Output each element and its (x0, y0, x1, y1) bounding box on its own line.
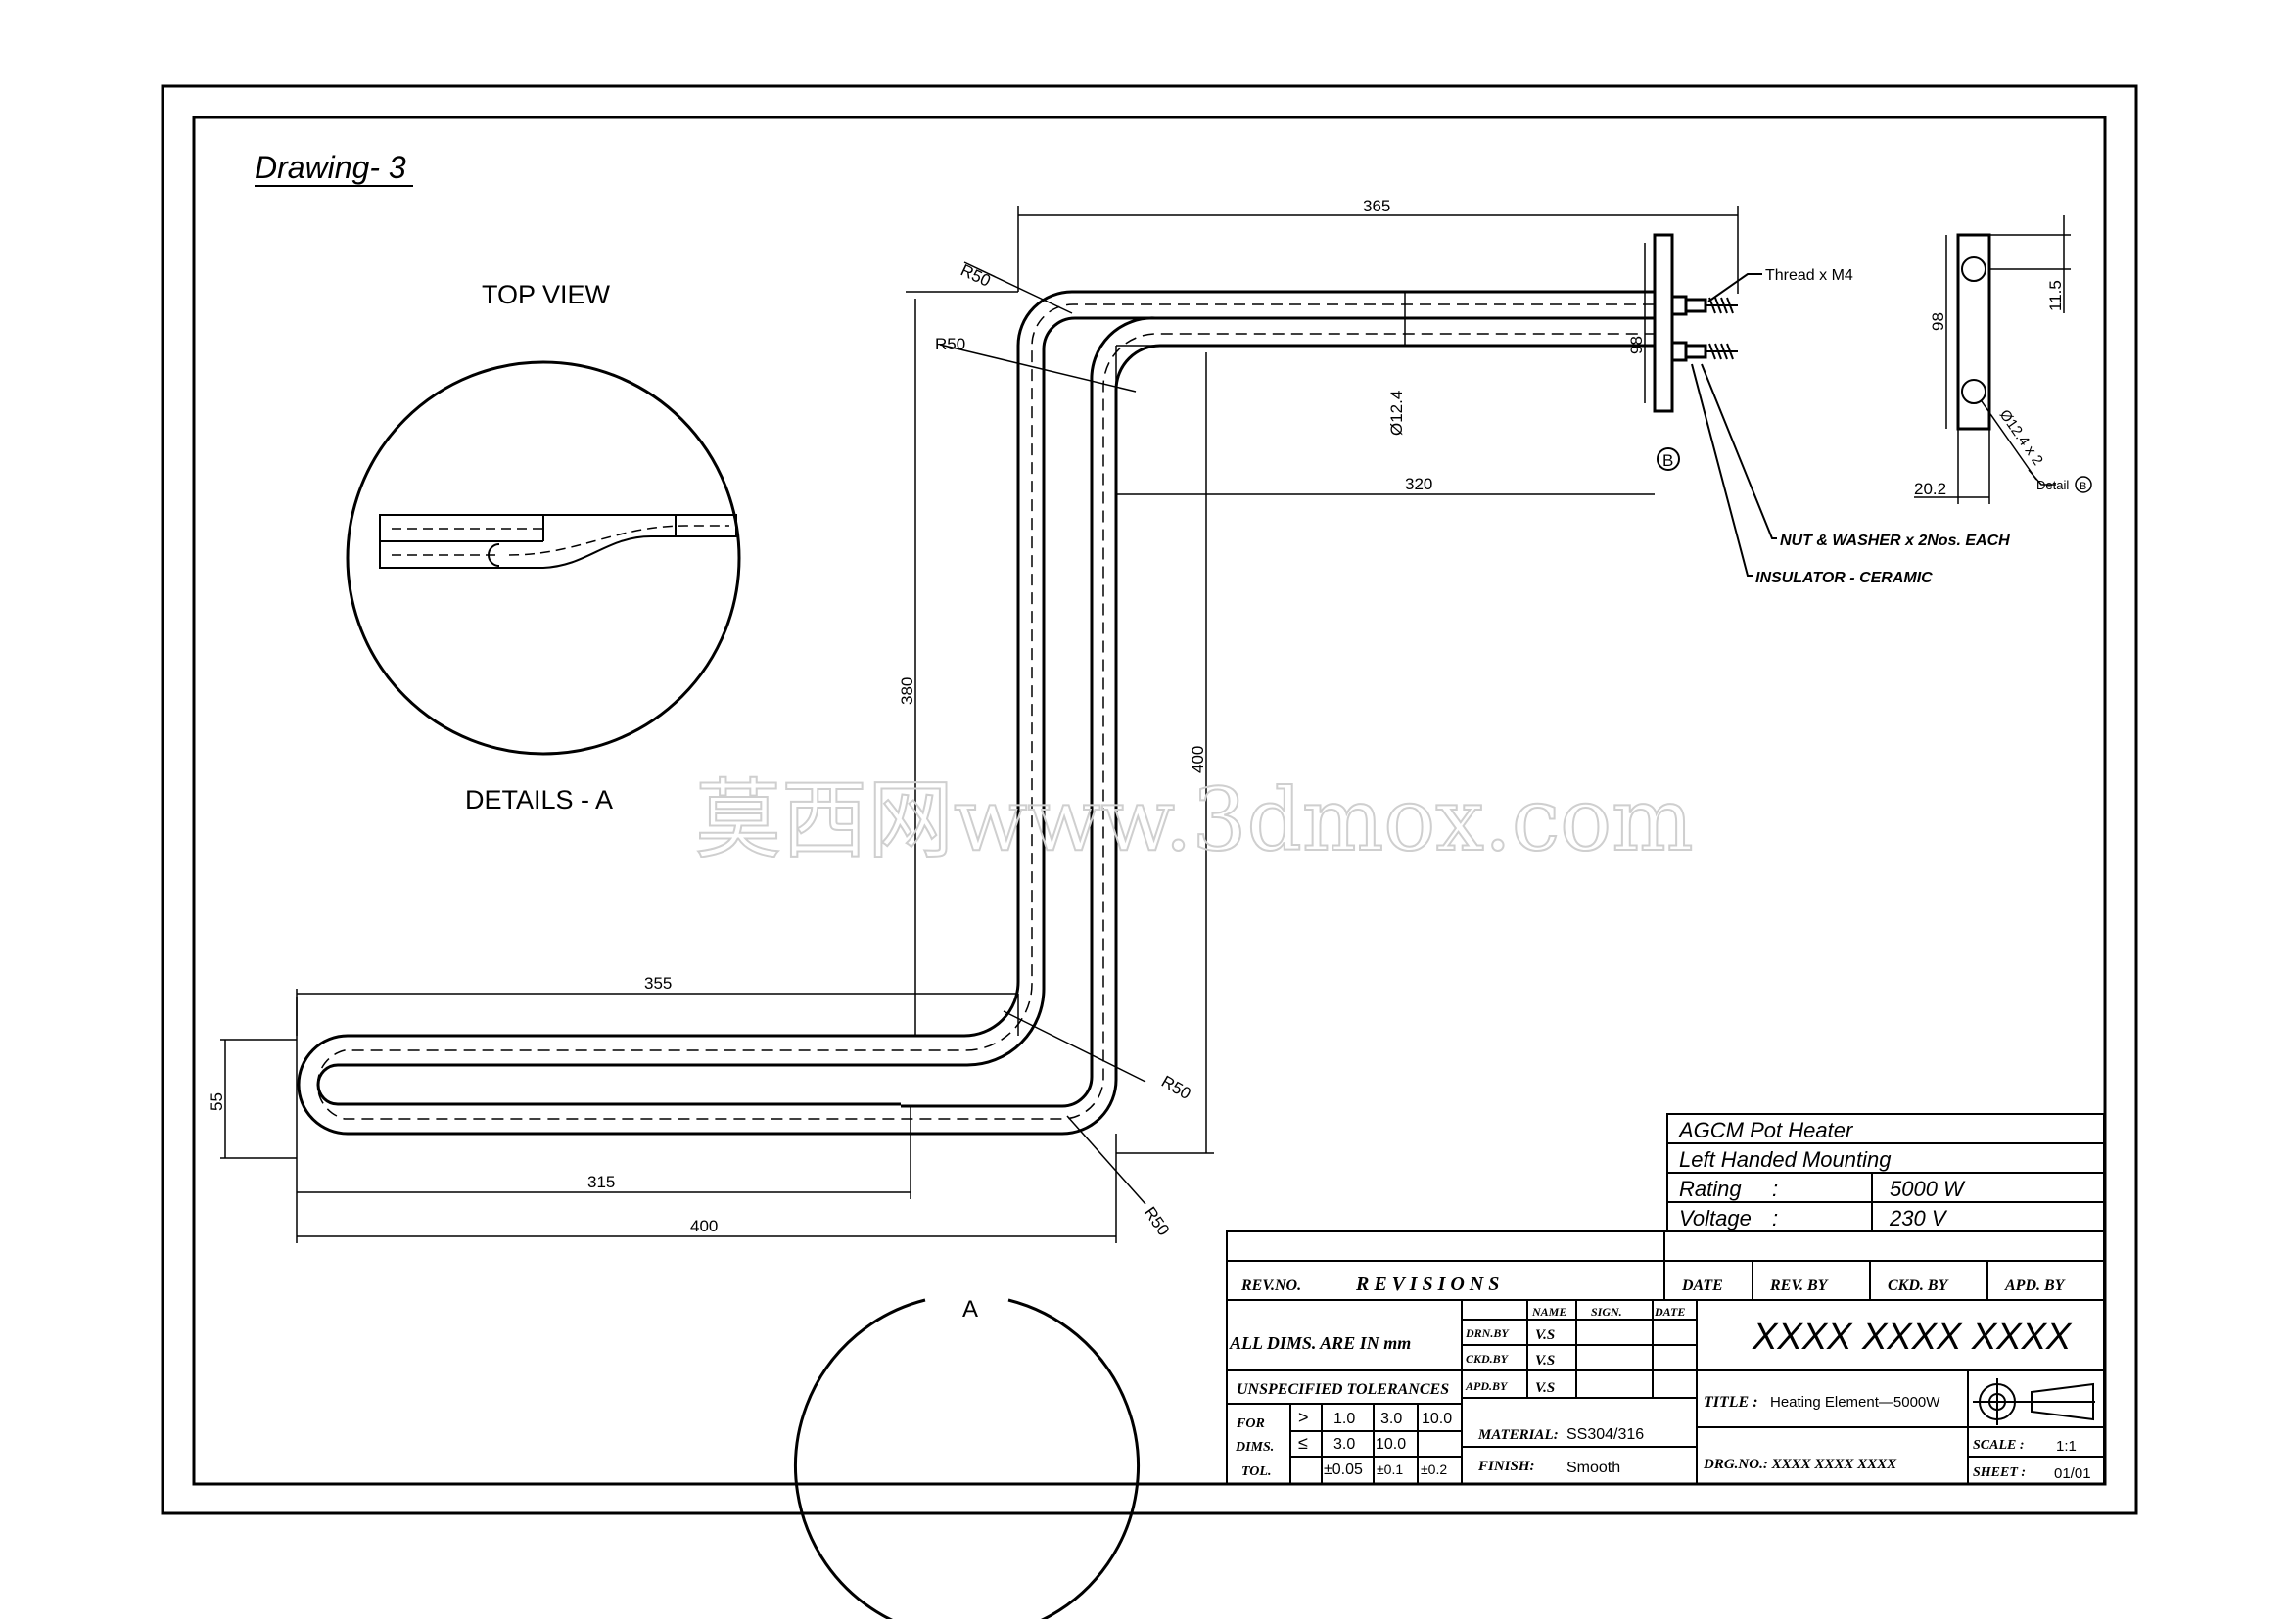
detail-a-arc (794, 1298, 1140, 1624)
title-value: Heating Element—5000W (1770, 1394, 1940, 1411)
scale-label: SCALE : (1973, 1438, 2025, 1453)
drn-by-value: V.S (1535, 1327, 1555, 1343)
detail-b-label-circle (2075, 476, 2092, 493)
detail-b-label-letter: B (2080, 481, 2086, 492)
unspecified-tolerances: UNSPECIFIED TOLERANCES (1237, 1381, 1449, 1398)
scale-value: 1:1 (2056, 1438, 2077, 1455)
title-mounting: Left Handed Mounting (1679, 1147, 1892, 1172)
dim-365: 365 (1363, 197, 1390, 215)
dim-400-vertical: 400 (1189, 746, 1207, 773)
tol-pm-0-05: ±0.05 (1324, 1462, 1363, 1478)
detail-b-label: Detail (2036, 478, 2069, 492)
callout-insulator: INSULATOR - CERAMIC (1755, 570, 1933, 586)
dim-98-flange: 98 (1627, 336, 1646, 354)
dim-380: 380 (898, 677, 916, 705)
title-label: TITLE : (1704, 1394, 1758, 1411)
drawing-label: Drawing- 3 (255, 150, 406, 185)
callout-leaders (1691, 273, 1777, 577)
title-block-lines (1226, 1113, 2105, 1485)
dim-55: 55 (208, 1092, 226, 1111)
watermark: 莫西网www.3dmox.com (695, 769, 1694, 870)
detail-a-view (346, 360, 741, 756)
tol-label: TOL. (1241, 1464, 1271, 1479)
detail-b-marker: B (1662, 451, 1673, 470)
detail-b-marker-circle (1657, 447, 1680, 471)
detail-a-marker: A (962, 1296, 978, 1322)
drg-no: DRG.NO.: XXXX XXXX XXXX (1703, 1457, 1897, 1472)
dimension-lines (220, 206, 1739, 1243)
voltage-value: 230 V (1889, 1206, 1948, 1230)
projection-symbol (1973, 1378, 2095, 1425)
tol-3-0-b: 3.0 (1333, 1436, 1355, 1453)
dim-diameter-tube: Ø12.4 (1387, 391, 1406, 436)
title-product: AGCM Pot Heater (1677, 1118, 1854, 1142)
gt-symbol: > (1298, 1408, 1309, 1427)
material-value: SS304/316 (1566, 1426, 1644, 1443)
rating-label: Rating (1679, 1177, 1742, 1201)
finish-label: FINISH: (1477, 1459, 1535, 1474)
tol-1-0: 1.0 (1333, 1411, 1355, 1427)
dim-400-horizontal: 400 (690, 1217, 718, 1235)
apd-by-value: V.S (1535, 1380, 1555, 1396)
for-dims-label-2: DIMS. (1235, 1440, 1274, 1455)
rev-no-header: REV.NO. (1240, 1277, 1301, 1294)
date-header: DATE (1681, 1277, 1723, 1294)
outer-border (161, 84, 2138, 1515)
top-view-label: TOP VIEW (482, 280, 611, 309)
sign-header: SIGN. (1591, 1305, 1622, 1319)
date-small-header: DATE (1654, 1305, 1685, 1319)
voltage-label: Voltage (1679, 1206, 1752, 1230)
revisions-header: R E V I S I O N S (1355, 1274, 1499, 1295)
voltage-colon: : (1772, 1206, 1778, 1230)
dim-355: 355 (644, 974, 672, 993)
sheet-value: 01/01 (2054, 1465, 2091, 1482)
callout-thread: Thread x M4 (1765, 267, 1853, 284)
all-dims-note: ALL DIMS. ARE IN mm (1229, 1333, 1411, 1353)
dim-r50-inner: R50 (935, 335, 965, 353)
drn-by-label: DRN.BY (1465, 1326, 1510, 1340)
tol-3-0-a: 3.0 (1380, 1411, 1402, 1427)
tol-10-0-a: 10.0 (1422, 1411, 1452, 1427)
ckd-by-value: V.S (1535, 1353, 1555, 1369)
dim-98-side: 98 (1929, 312, 1947, 331)
rating-colon: : (1772, 1177, 1778, 1201)
inner-border (192, 116, 2107, 1486)
le-symbol: ≤ (1298, 1433, 1308, 1453)
tol-10-0-b: 10.0 (1376, 1436, 1406, 1453)
dim-320: 320 (1405, 475, 1432, 493)
details-a-label: DETAILS - A (465, 785, 613, 814)
terminal-threads (1706, 297, 1738, 360)
ckd-by-header: CKD. BY (1888, 1277, 1949, 1294)
dim-20-2: 20.2 (1914, 480, 1946, 498)
drawing-number-large: XXXX XXXX XXXX (1752, 1317, 2073, 1358)
material-label: MATERIAL: (1477, 1427, 1559, 1443)
apd-by-header: APD. BY (2004, 1277, 2066, 1294)
flange-side-view (1914, 215, 2071, 504)
dim-315: 315 (587, 1173, 615, 1191)
finish-value: Smooth (1566, 1460, 1620, 1476)
name-header: NAME (1531, 1305, 1566, 1319)
apd-by-label: APD.BY (1465, 1379, 1509, 1393)
sheet-label: SHEET : (1973, 1465, 2026, 1480)
callout-nut-washer: NUT & WASHER x 2Nos. EACH (1780, 533, 2010, 549)
heater-element-outline (297, 290, 1655, 1136)
ckd-by-label: CKD.BY (1466, 1352, 1510, 1366)
rating-value: 5000 W (1890, 1177, 1966, 1201)
tol-pm-0-1: ±0.1 (1377, 1462, 1403, 1477)
tol-pm-0-2: ±0.2 (1421, 1462, 1447, 1477)
dim-11-5: 11.5 (2046, 280, 2065, 311)
for-dims-label-1: FOR (1236, 1416, 1265, 1431)
rev-by-header: REV. BY (1769, 1277, 1829, 1294)
